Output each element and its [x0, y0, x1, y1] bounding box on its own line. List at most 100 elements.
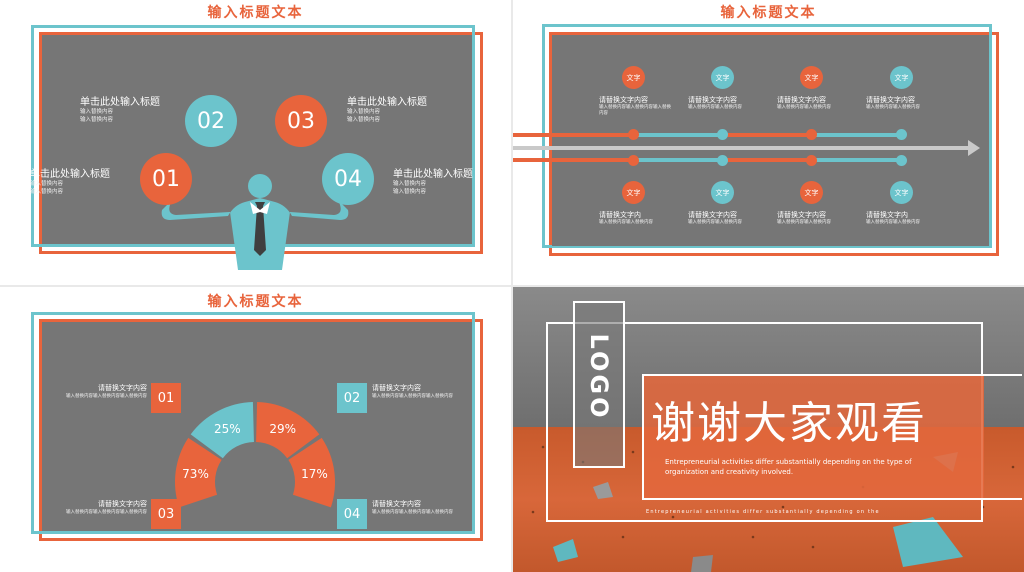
item-line: 输入替换内容 [393, 181, 427, 187]
square-04: 04 [337, 499, 367, 529]
item-line: 输入替换内容 [80, 109, 114, 115]
badge-6: 文字 [711, 181, 734, 204]
item-01-text: 单击此处输入标题 输入替换内容 输入替换内容 [30, 165, 110, 196]
item-body: 输入替换内容输入替换内容输入替换内容 [372, 394, 453, 399]
badge-8: 文字 [890, 181, 913, 204]
logo-frame [573, 301, 625, 468]
top-item-1: 请替换文字内容 输入替换内容输入替换内容输入替换内容 [599, 95, 671, 117]
badge-2: 文字 [711, 66, 734, 89]
item-heading: 请替换文字内 [866, 211, 908, 219]
logo: LOGO [585, 333, 613, 421]
circle-04: 04 [322, 153, 374, 205]
circle-02: 02 [185, 95, 237, 147]
timeline-seg [813, 158, 903, 162]
donut-label: 73% [182, 467, 209, 481]
timeline-seg [633, 158, 723, 162]
orange-frame [39, 319, 483, 541]
item-heading: 单击此处输入标题 [30, 169, 110, 180]
timeline-dot [717, 155, 728, 166]
slide-title: 输入标题文本 [720, 5, 817, 21]
item-heading: 请替换文字内容 [777, 96, 826, 104]
donut-label: 17% [301, 467, 328, 481]
timeline-dot [806, 129, 817, 140]
timeline-dot [896, 155, 907, 166]
arrow-shaft [513, 146, 973, 150]
item-heading: 单击此处输入标题 [393, 169, 473, 180]
timeline-dot [806, 155, 817, 166]
item-body: 输入替换内容输入替换内容 [688, 220, 742, 225]
badge-7: 文字 [800, 181, 823, 204]
timeline-dot [717, 129, 728, 140]
slide-2[interactable]: 输入标题文本 文字 文字 文字 文字 文字 文字 文字 文字 请替换文字内容 输… [513, 0, 1024, 285]
item-body: 输入替换内容输入替换内容 [866, 220, 920, 225]
top-item-3: 请替换文字内容 输入替换内容输入替换内容 [777, 95, 849, 111]
top-item-2: 请替换文字内容 输入替换内容输入替换内容 [688, 95, 760, 111]
badge-4: 文字 [890, 66, 913, 89]
timeline-bottom-left [513, 158, 633, 162]
item-line: 输入替换内容 [30, 181, 64, 187]
item-03-text: 单击此处输入标题 输入替换内容 输入替换内容 [347, 93, 427, 124]
timeline-top-left [513, 133, 633, 137]
heading-box [642, 374, 984, 500]
badge-1: 文字 [622, 66, 645, 89]
item-line: 输入替换内容 [393, 189, 427, 195]
arrow-head-icon [968, 140, 980, 156]
donut-label: 29% [269, 422, 296, 436]
item-01-text: 请替换文字内容 输入替换内容输入替换内容输入替换内容 [62, 383, 147, 401]
slide-4[interactable]: LOGO 谢谢大家观看 Entrepreneurial activities d… [513, 287, 1024, 572]
donut-segment [256, 402, 320, 459]
item-body: 输入替换内容输入替换内容输入替换内容 [599, 105, 671, 116]
item-body: 输入替换内容输入替换内容输入替换内容 [66, 510, 147, 515]
circle-03: 03 [275, 95, 327, 147]
item-heading: 单击此处输入标题 [347, 97, 427, 108]
footer-text: Entrepreneurial activities differ substa… [646, 509, 880, 515]
donut-segment [175, 437, 222, 508]
item-heading: 请替换文字内容 [98, 384, 147, 392]
item-line: 输入替换内容 [80, 117, 114, 123]
timeline-dot [896, 129, 907, 140]
badge-3: 文字 [800, 66, 823, 89]
item-body: 输入替换内容输入替换内容输入替换内容 [66, 394, 147, 399]
slide-title: 输入标题文本 [207, 5, 304, 21]
orange-frame [549, 32, 999, 256]
square-01: 01 [151, 383, 181, 413]
item-body: 输入替换内容输入替换内容 [866, 105, 920, 110]
item-heading: 请替换文字内容 [372, 384, 421, 392]
heading-box-outline [642, 374, 1022, 500]
item-line: 输入替换内容 [347, 117, 381, 123]
badge-5: 文字 [622, 181, 645, 204]
item-body: 输入替换内容输入替换内容 [777, 105, 831, 110]
blue-frame [31, 312, 475, 534]
item-heading: 请替换文字内容 [688, 211, 737, 219]
item-heading: 请替换文字内 [599, 211, 641, 219]
item-heading: 请替换文字内容 [599, 96, 648, 104]
donut-label: 25% [214, 422, 241, 436]
timeline-seg [723, 158, 813, 162]
item-line: 输入替换内容 [30, 189, 64, 195]
item-body: 输入替换内容输入替换内容 [688, 105, 742, 110]
bottom-item-3: 请替换文字内容 输入替换内容输入替换内容 [777, 210, 849, 226]
square-03: 03 [151, 499, 181, 529]
donut-chart: 73% 25% 29% 17% [175, 402, 335, 508]
slide-title: 输入标题文本 [207, 294, 304, 310]
square-02: 02 [337, 383, 367, 413]
circle-01: 01 [140, 153, 192, 205]
item-body: 输入替换内容输入替换内容输入替换内容 [372, 510, 453, 515]
timeline-seg [813, 133, 903, 137]
timeline-dot [628, 155, 639, 166]
slide-3[interactable]: 输入标题文本 73% 25% 29% 17% 01 02 03 04 请替换文字内容 … [0, 287, 511, 572]
item-heading: 请替换文字内容 [372, 500, 421, 508]
top-item-4: 请替换文字内容 输入替换内容输入替换内容 [866, 95, 938, 111]
slide-1[interactable]: 输入标题文本 02 03 01 04 单击此处输入标题 输入替换内容 输入替换内… [0, 0, 511, 285]
item-body: 输入替换内容输入替换内容 [777, 220, 831, 225]
item-02-text: 单击此处输入标题 输入替换内容 输入替换内容 [80, 93, 160, 124]
subtitle: Entrepreneurial activities differ substa… [665, 458, 912, 476]
timeline-seg [723, 133, 813, 137]
thanks-heading: 谢谢大家观看 [651, 398, 927, 449]
bottom-item-1: 请替换文字内 输入替换内容输入替换内容 [599, 210, 671, 226]
item-02-text: 请替换文字内容 输入替换内容输入替换内容输入替换内容 [372, 383, 462, 401]
donut-segment [190, 402, 254, 459]
timeline-dot [628, 129, 639, 140]
item-04-text: 请替换文字内容 输入替换内容输入替换内容输入替换内容 [372, 499, 462, 517]
donut-segment [288, 437, 335, 508]
